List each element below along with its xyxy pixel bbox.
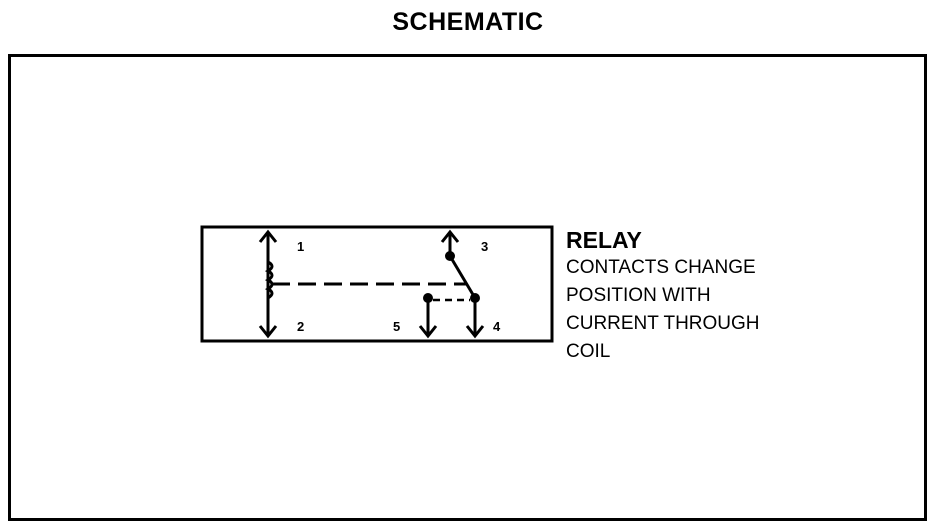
relay-name: RELAY [566,227,642,253]
relay-description-line-1: CONTACTS CHANGE [566,257,756,278]
terminal-4-arrow [465,325,485,339]
relay-description: RELAY CONTACTS CHANGE POSITION WITH CURR… [566,226,760,366]
relay-description-line-4: COIL [566,341,611,362]
pin-label-2: 2 [297,319,304,334]
pin-label-1: 1 [297,239,304,254]
coil-arrow-down [258,325,278,339]
schematic-frame [8,54,927,521]
terminal-5-arrow [418,325,438,339]
diagram-title: SCHEMATIC [392,8,544,36]
coil-arrow-up [258,229,278,243]
relay-description-line-3: CURRENT THROUGH [566,313,760,334]
switch-arm [448,255,477,299]
coil-windings [264,260,274,300]
pin-label-4: 4 [493,319,501,334]
pin-label-3: 3 [481,239,488,254]
relay-description-line-2: POSITION WITH [566,285,711,306]
pin-label-5: 5 [393,319,400,334]
terminal-3-arrow [440,229,460,243]
relay-box [200,225,554,343]
